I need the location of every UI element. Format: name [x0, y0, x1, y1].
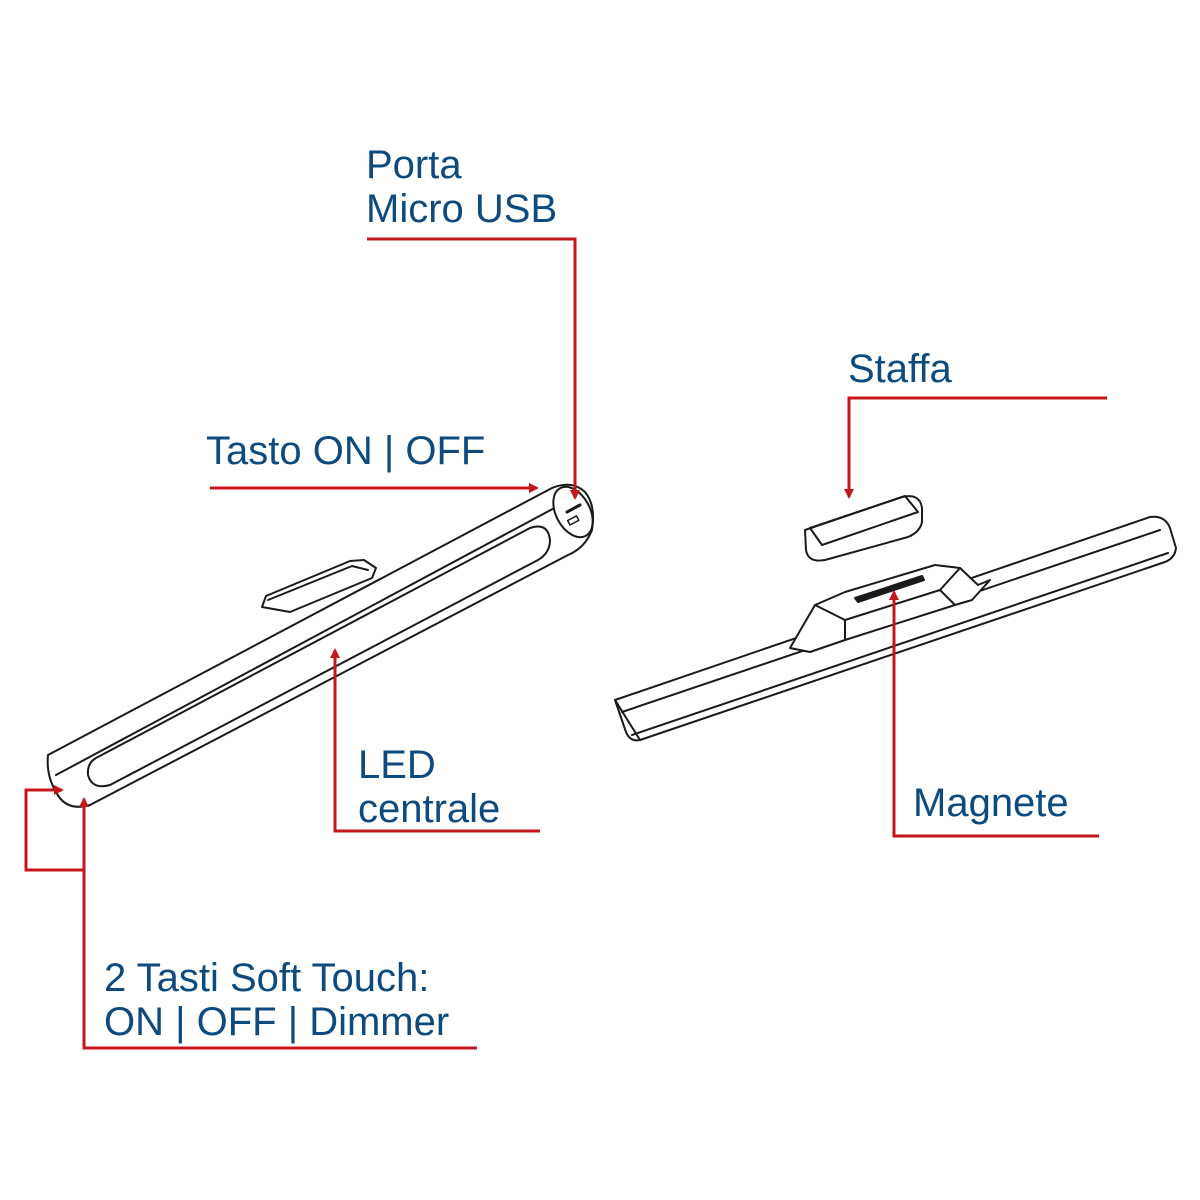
leader-lines — [24, 237, 1107, 1050]
label-usb-port-line1: Porta — [366, 143, 462, 187]
bracket-piece — [804, 495, 923, 562]
leader-magnet — [889, 590, 1099, 838]
rear-bracket — [261, 559, 377, 613]
leader-usb-port — [367, 237, 580, 500]
label-usb-port: Porta Micro USB — [366, 143, 557, 231]
label-bracket: Staffa — [848, 347, 952, 391]
label-soft-touch-line2: ON | OFF | Dimmer — [104, 1000, 450, 1044]
led-strip — [86, 525, 551, 788]
leader-central-led — [330, 648, 540, 833]
label-central-led-line2: centrale — [358, 787, 501, 831]
end-cap — [552, 485, 594, 539]
light-bar-front-view — [46, 483, 595, 808]
magnet-slot — [854, 575, 925, 603]
leader-soft-touch-second — [24, 785, 84, 872]
label-central-led-line1: LED — [358, 743, 436, 787]
label-magnet: Magnete — [913, 781, 1069, 825]
label-soft-touch-line1: 2 Tasti Soft Touch: — [104, 956, 430, 1000]
label-central-led: LED centrale — [358, 743, 500, 831]
label-soft-touch: 2 Tasti Soft Touch: ON | OFF | Dimmer — [104, 956, 449, 1044]
label-usb-port-line2: Micro USB — [366, 187, 558, 231]
usb-port-icon — [565, 503, 582, 514]
magnet-housing — [789, 564, 991, 653]
leader-soft-touch — [79, 797, 477, 1050]
label-on-off-key: Tasto ON | OFF — [206, 429, 486, 473]
leader-bracket — [844, 396, 1107, 499]
